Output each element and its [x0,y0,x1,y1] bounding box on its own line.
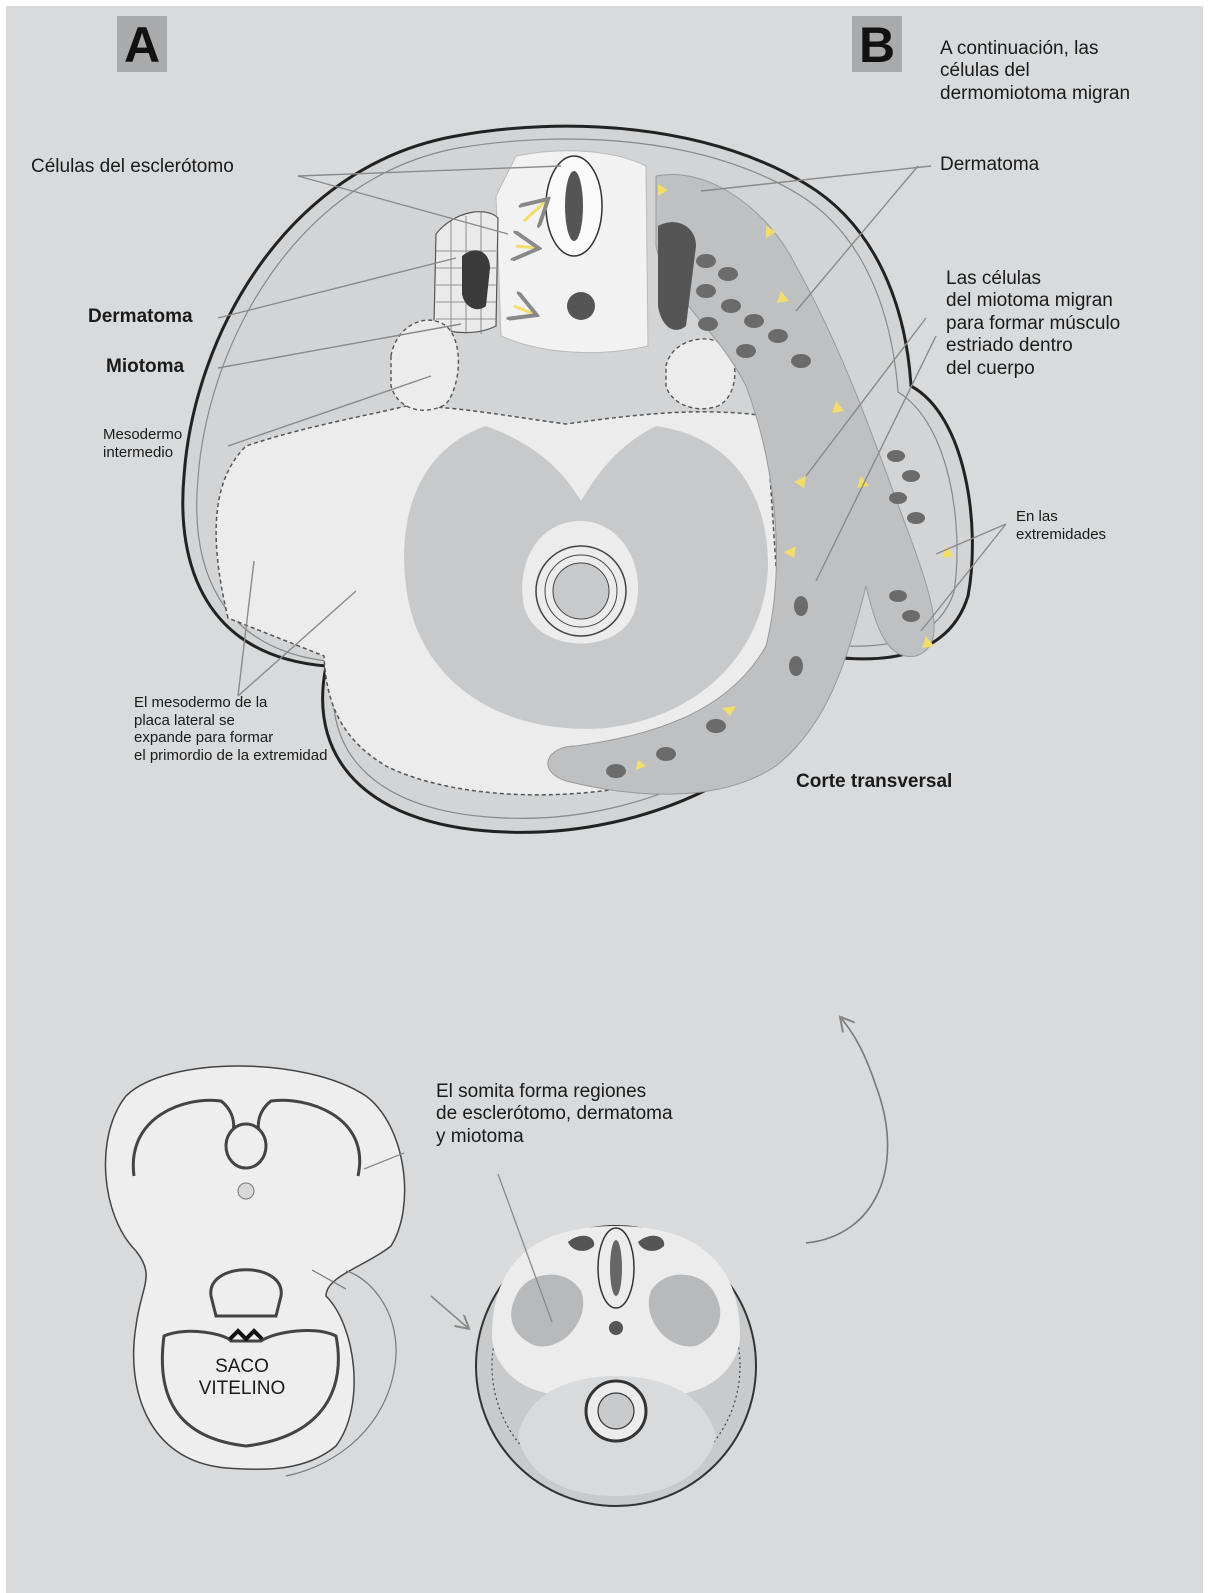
label-corte-transversal: Corte transversal [796,771,952,793]
somite-cross-section [476,1174,756,1506]
transition-arrow [806,1018,888,1243]
panel-b-label: B [852,16,902,72]
label-continuacion: A continuación, las células del dermomio… [940,38,1190,105]
label-dermatoma-right: Dermatoma [940,154,1039,176]
label-extremidades: En las extremidades [1016,508,1106,543]
embryo-diagram-artwork [6,6,1203,1593]
label-placa-lateral: El mesodermo de la placa lateral se expa… [134,694,394,765]
label-miotoma-migran: Las células del miotoma migran para form… [946,268,1186,380]
label-mesodermo-intermedio: Mesodermo intermedio [103,426,182,461]
label-somita: El somita forma regiones de esclerótomo,… [436,1081,756,1148]
label-dermatoma-left: Dermatoma [88,306,193,328]
label-miotoma: Miotoma [106,356,184,378]
label-celulas-esclerotomo: Células del esclerótomo [31,156,234,178]
diagram-stage: A B A continuación, las células del derm… [6,6,1203,1593]
label-saco-vitelino: SACO VITELINO [182,1356,302,1401]
panel-a-label: A [117,16,167,72]
early-embryo-section [105,1066,468,1476]
